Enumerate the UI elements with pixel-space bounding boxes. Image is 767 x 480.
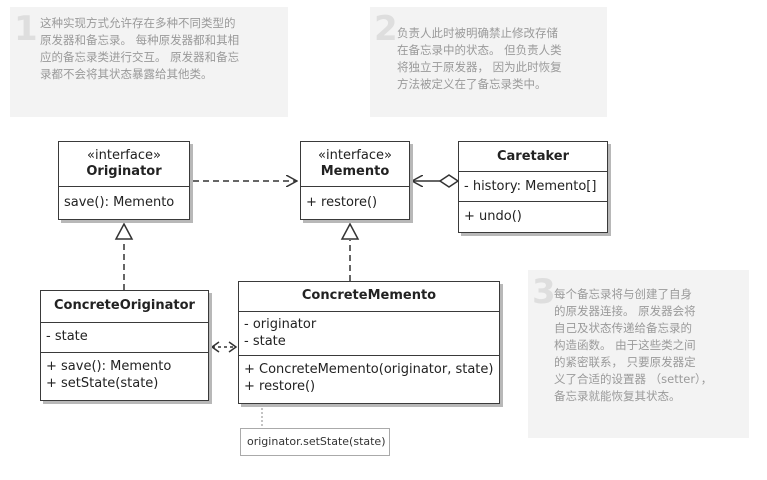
concrete-originator-method: + setState(state) bbox=[46, 376, 159, 391]
caretaker-class: Caretaker - history: Memento[] + undo() bbox=[458, 141, 608, 233]
aggregation-diamond bbox=[438, 174, 460, 188]
note-2: 2 负责人此时被明确禁止修改存储 在备忘录中的状态。 但负责人类 将独立于原发器… bbox=[370, 7, 607, 117]
originator-method: save(): Memento bbox=[64, 195, 175, 210]
caretaker-name: Caretaker bbox=[496, 149, 570, 164]
note-2-line: 方法被定义在了备忘录类中。 bbox=[397, 77, 547, 91]
note-2-line: 负责人此时被明确禁止修改存储 bbox=[397, 26, 558, 40]
note-1-line: 原发器和备忘录。 每种原发器都和其相 bbox=[40, 33, 240, 47]
concrete-memento-field: - state bbox=[244, 334, 286, 349]
note-2-number: 2 bbox=[374, 9, 398, 49]
note-3-number: 3 bbox=[532, 272, 556, 312]
originator-stereotype: «interface» bbox=[87, 148, 161, 163]
association-arrowhead-right bbox=[228, 341, 238, 353]
concrete-memento-method: + restore() bbox=[244, 379, 316, 394]
note-3-line: 义了合适的设置器 （setter）， bbox=[554, 372, 713, 386]
note-1-line: 录都不会将其状态暴露给其他类。 bbox=[40, 67, 213, 81]
note-3-line: 的紧密联系， 只要原发器定 bbox=[554, 355, 696, 369]
concrete-memento-field: - originator bbox=[244, 317, 317, 332]
concrete-originator-name: ConcreteOriginator bbox=[54, 298, 195, 313]
memento-stereotype: «interface» bbox=[318, 148, 392, 163]
concrete-originator-field: - state bbox=[46, 329, 88, 344]
note-3: 3 每个备忘录将与创建了自身 的原发器连接。 原发器会将 自己及状态传递给备忘录… bbox=[528, 270, 749, 438]
note-1-line: 应的备忘录类进行交互。 原发器和备忘 bbox=[40, 50, 240, 64]
note-3-line: 备忘录就能恢复其状态。 bbox=[554, 389, 681, 403]
concrete-memento-class: ConcreteMemento - originator - state + C… bbox=[238, 281, 500, 404]
caretaker-field: - history: Memento[] bbox=[464, 179, 597, 194]
originator-interface: «interface» Originator save(): Memento bbox=[58, 141, 190, 220]
memento-method: + restore() bbox=[306, 195, 378, 210]
note-3-line: 自己及状态传递给备忘录的 bbox=[554, 321, 692, 335]
concrete-memento-method: + ConcreteMemento(originator, state) bbox=[244, 362, 494, 377]
note-3-line: 的原发器连接。 原发器会将 bbox=[554, 304, 696, 318]
note-2-line: 将独立于原发器， 因为此时恢复 bbox=[397, 60, 562, 74]
note-3-line: 构造函数。 由于这些类之间 bbox=[554, 338, 696, 352]
code-note: originator.setState(state) bbox=[240, 428, 390, 456]
caretaker-method: + undo() bbox=[464, 209, 522, 224]
memento-name: Memento bbox=[320, 164, 390, 179]
association-arrowhead-left bbox=[210, 341, 220, 353]
realization-triangle-memento bbox=[340, 222, 360, 240]
originator-name: Originator bbox=[86, 164, 162, 179]
concrete-memento-name: ConcreteMemento bbox=[301, 288, 437, 303]
memento-interface: «interface» Memento + restore() bbox=[300, 141, 410, 220]
note-1-line: 这种实现方式允许存在多种不同类型的 bbox=[40, 16, 236, 30]
note-3-line: 每个备忘录将与创建了自身 bbox=[554, 287, 692, 301]
note-1-number: 1 bbox=[14, 9, 38, 49]
concrete-originator-method: + save(): Memento bbox=[46, 359, 172, 374]
note-1: 1 这种实现方式允许存在多种不同类型的 原发器和备忘录。 每种原发器都和其相 应… bbox=[10, 7, 288, 117]
concrete-originator-class: ConcreteOriginator - state + save(): Mem… bbox=[40, 290, 209, 401]
realization-triangle-originator bbox=[114, 222, 134, 240]
note-2-line: 在备忘录中的状态。 但负责人类 bbox=[397, 43, 562, 57]
